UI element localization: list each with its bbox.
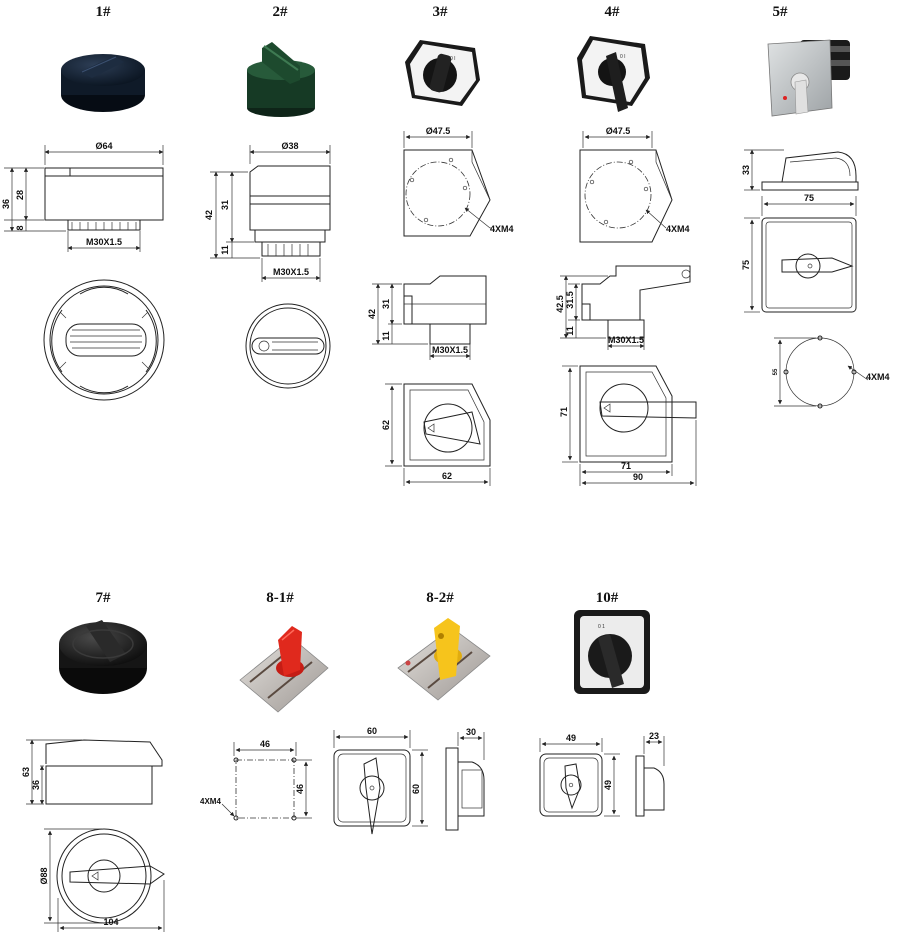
drawing-5-front: 75 75 xyxy=(741,193,857,313)
drawing-7-side: 63 36 xyxy=(21,739,163,805)
dim-1-thread: M30X1.5 xyxy=(86,237,122,247)
dim-5-33: 33 xyxy=(741,165,751,175)
dim-5-75-width: 75 xyxy=(804,193,814,203)
drawing-5-side: 33 xyxy=(741,149,859,191)
dim-4-71-height: 71 xyxy=(559,407,569,417)
dim-5-55: 55 xyxy=(773,368,779,375)
drawing-1-top xyxy=(43,279,165,401)
dim-2-thread: M30X1.5 xyxy=(273,267,309,277)
dim-4-42-5: 42.5 xyxy=(555,295,565,313)
title-2: 2# xyxy=(273,4,289,20)
dim-1-8: 8 xyxy=(15,225,25,230)
dim-7-diameter: Ø88 xyxy=(39,867,49,884)
drawing-2-top xyxy=(245,303,331,389)
dim-2-42: 42 xyxy=(204,210,214,220)
drawing-4-handle: 71 71 90 xyxy=(559,365,697,486)
dim-4-71-width: 71 xyxy=(621,461,631,471)
dim-4-31-5: 31.5 xyxy=(565,291,575,309)
drawing-7-top: Ø88 104 xyxy=(39,828,165,932)
drawing-8-front: 60 60 xyxy=(333,726,428,835)
drawing-2-side: Ø38 42 31 11 M30X1.5 xyxy=(204,141,331,282)
drawing-3-side: 42 31 11 M30X1.5 xyxy=(367,275,487,360)
dim-5-holes: 4XM4 xyxy=(866,372,890,382)
svg-text:0 1: 0 1 xyxy=(598,624,605,630)
dim-5-75-height: 75 xyxy=(741,260,751,270)
title-5: 5# xyxy=(773,4,789,20)
dim-4-11: 11 xyxy=(565,326,575,336)
dim-3-42: 42 xyxy=(367,309,377,319)
dim-8-holes: 4XM4 xyxy=(200,797,221,806)
drawing-3-handle: 62 62 xyxy=(381,383,491,486)
photo-8-2-switch xyxy=(397,618,491,701)
dim-1-36: 36 xyxy=(1,199,11,209)
photo-1-knob xyxy=(61,54,145,112)
dim-7-104: 104 xyxy=(103,917,118,927)
dim-4-holes: 4XM4 xyxy=(666,224,690,234)
title-8-2: 8-2# xyxy=(426,590,454,606)
dim-8-60-height: 60 xyxy=(411,784,421,794)
photo-3-switch: 0 I xyxy=(405,40,480,106)
dim-3-62-height: 62 xyxy=(381,420,391,430)
dim-4-90: 90 xyxy=(633,472,643,482)
dim-10-49-height: 49 xyxy=(603,780,613,790)
dim-4-thread: M30X1.5 xyxy=(608,335,644,345)
dim-2-11: 11 xyxy=(220,245,230,255)
drawing-8-mount: 46 46 4XM4 xyxy=(200,739,312,821)
drawing-4-front: Ø47.5 4XM4 xyxy=(579,126,690,243)
dim-3-31: 31 xyxy=(381,299,391,309)
dim-2-31: 31 xyxy=(220,200,230,210)
dim-8-46-width: 46 xyxy=(260,739,270,749)
title-8-1: 8-1# xyxy=(266,590,294,606)
dim-3-holes: 4XM4 xyxy=(490,224,514,234)
photo-4-switch: 0 I xyxy=(577,36,650,112)
drawing-1-side: Ø64 36 28 8 M30X1.5 xyxy=(1,141,164,252)
title-10: 10# xyxy=(596,590,619,606)
dim-1-diameter: Ø64 xyxy=(95,141,112,151)
drawing-10-side: 23 xyxy=(635,731,665,817)
dim-8-30: 30 xyxy=(466,727,476,737)
title-3: 3# xyxy=(433,4,449,20)
photo-5-switch xyxy=(767,39,850,117)
drawing-8-side: 30 xyxy=(445,727,485,831)
title-4: 4# xyxy=(605,4,621,20)
dim-2-diameter: Ø38 xyxy=(281,141,298,151)
photo-8-1-switch xyxy=(239,626,329,713)
dim-4-diameter: Ø47.5 xyxy=(606,126,631,136)
svg-text:0 I: 0 I xyxy=(450,56,456,62)
dim-3-62-width: 62 xyxy=(442,471,452,481)
dim-7-63: 63 xyxy=(21,767,31,777)
svg-text:0 I: 0 I xyxy=(620,54,626,60)
title-7: 7# xyxy=(96,590,112,606)
dim-1-28: 28 xyxy=(15,190,25,200)
drawing-3-front: Ø47.5 4XM4 xyxy=(403,126,514,237)
dim-3-thread: M30X1.5 xyxy=(432,345,468,355)
dim-10-49-width: 49 xyxy=(566,733,576,743)
photo-10-switch: 0 1 xyxy=(574,610,650,694)
dim-7-36: 36 xyxy=(31,780,41,790)
title-1: 1# xyxy=(96,4,112,20)
photo-2-knob xyxy=(247,42,315,117)
drawing-5-mount: 55 4XM4 xyxy=(773,335,890,409)
dim-3-11: 11 xyxy=(381,331,391,341)
dim-3-diameter: Ø47.5 xyxy=(426,126,451,136)
dim-8-46-height: 46 xyxy=(295,784,305,794)
drawing-4-side: 42.5 31.5 11 M30X1.5 xyxy=(555,265,691,350)
drawing-10-front: 49 49 xyxy=(539,733,620,817)
photo-7-knob xyxy=(59,620,147,694)
dim-10-23: 23 xyxy=(649,731,659,741)
dim-8-60-width: 60 xyxy=(367,726,377,736)
